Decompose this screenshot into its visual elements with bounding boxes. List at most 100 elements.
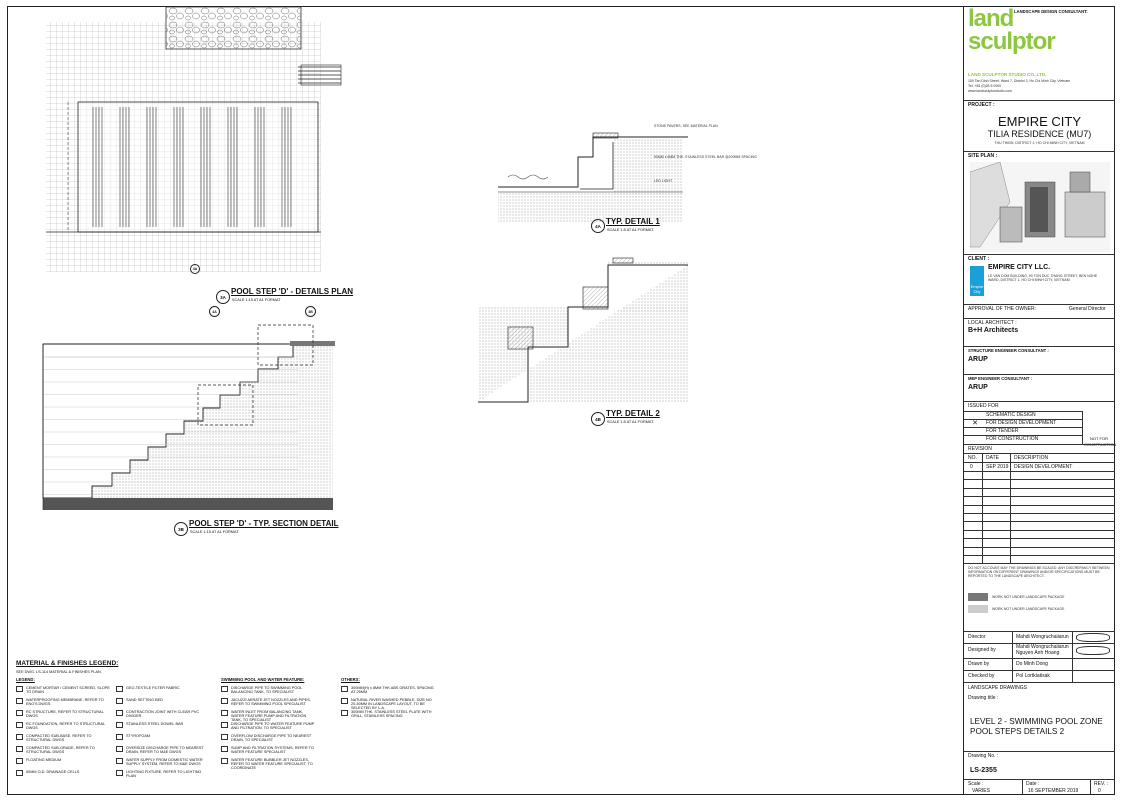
scale-label: Scale : (968, 781, 984, 787)
legend-swatch (116, 758, 123, 764)
section-3b (42, 324, 335, 510)
legend-item: RC STRUCTURE, REFER TO STRUCTURAL DWGS (16, 710, 112, 718)
drawing-title-4b: TYP. DETAIL 2 (606, 409, 660, 418)
legend-text: OVERSIZE DISCHARGE PIPE TO NEAREST DRAIN… (126, 746, 204, 755)
scale-value: VARIES (972, 788, 990, 794)
consultant-label: LANDSCAPE DESIGN CONSULTANT: (1014, 9, 1088, 14)
section-tag-b: 4B (305, 306, 316, 317)
legend-text: SUMP AND FILTRATION SYSTEMS, REFER TO WA… (231, 746, 314, 755)
project-sub: TILIA RESIDENCE (MU7) (987, 129, 1092, 139)
issued-checkbox (968, 412, 982, 419)
legend-text: COMPACTED SUB-GRADE, REFER TO STRUCTURAL… (26, 746, 95, 755)
drawing-number-4b: 4B (591, 412, 605, 426)
project-location: THU THIEM, DISTRICT 2, HO CHI MINH CITY,… (994, 141, 1085, 145)
legend-text: 50MM O.D. DRAINAGE CELLS (26, 770, 80, 774)
legend-item: WATERPROOFING MEMBRANE, REFER TO ENG'S D… (16, 698, 112, 706)
legend-text: RC FOUNDATION, REFER TO STRUCTURAL DWGS (26, 722, 105, 731)
issued-label: ISSUED FOR (968, 403, 999, 409)
legend-text: 300MM(H) x 8MM THK ABS GRATES, SPACING A… (351, 686, 434, 695)
legend-swatch (116, 710, 123, 716)
legend-text: OVERFLOW DISCHARGE PIPE TO NEAREST DRAIN… (231, 734, 312, 743)
legend-text: LIGHTING FIXTURE, REFER TO LIGHTING PLAN (126, 770, 202, 779)
issued-row (964, 427, 1082, 428)
legend-item: DISCHARGE PIPE TO WATER FEATURE PUMP AND… (221, 722, 317, 730)
legend-swatch (221, 722, 228, 728)
revision-row (964, 496, 1115, 498)
drawing-scale-4b: SCALE 1:5 AT A1 FORMAT (607, 420, 654, 424)
legend-item: WATER SUPPLY FROM DOMESTIC WATER SUPPLY … (116, 758, 212, 766)
legend-swatch (221, 686, 228, 692)
client-name: EMPIRE CITY LLC. (988, 264, 1051, 271)
legend-swatch (116, 698, 123, 704)
legend-item: JACUZZI AERATE JET NOZZLES AND PIPES, RE… (221, 698, 317, 706)
drawing-scale-3b: SCALE 1:15 AT A1 FORMAT (190, 530, 239, 534)
issued-check-mark: ✕ (972, 420, 978, 427)
drawing-title-label: Drawing title : (968, 695, 999, 701)
rev-value: 0 (1098, 788, 1101, 794)
legend-item: OVERSIZE DISCHARGE PIPE TO NEAREST DRAIN… (116, 746, 212, 754)
structure-name: ARUP (968, 356, 988, 363)
studio-address: 150 Tan Dinh Street, Ward 7, District 3,… (968, 79, 1071, 83)
legend-text: STAINLESS STEEL DOWEL BAR (126, 722, 184, 726)
drawing-number-3b: 3B (174, 522, 188, 536)
checked-name: Pol Lortkiatisak (1016, 673, 1050, 679)
legend-subtitle: SEE DWG. LS-114 MATERIAL & FINISHES PLAN (16, 670, 101, 674)
legend-swatch (221, 746, 228, 752)
section-tag-a: 4A (209, 306, 220, 317)
revision-row (964, 513, 1115, 514)
legend-item: NATURAL RIVER WASHED PEBBLE, SIZE NO 20-… (341, 698, 437, 711)
legend-item: FLOATING MEDIUM (16, 758, 112, 764)
section-tag-c: 4A (190, 264, 200, 274)
client-address: LE VAN DOM BUILDING, 90 TON DUC THANG ST… (988, 274, 1098, 282)
studio-name: LAND SCULPTOR STUDIO CO.,LTD. (968, 72, 1047, 77)
legend-item: STAINLESS STEEL DOWEL BAR (116, 722, 212, 728)
issued-option: FOR TENDER (986, 428, 1019, 434)
rev-label: REV. : (1094, 781, 1108, 787)
drawing-scale-4a: SCALE 1:5 AT A1 FORMAT (607, 228, 654, 232)
issued-checkbox (968, 428, 982, 435)
drawing-title-line2: POOL STEPS DETAILS 2 (970, 727, 1065, 736)
legend-swatch (16, 746, 23, 752)
general-notes: DO NOT ACCOUNT MAY THE DRAWINGS BE SCALE… (968, 566, 1110, 578)
revision-row (964, 487, 1115, 489)
legend-swatch (116, 770, 123, 776)
issued-row (964, 419, 1082, 420)
legend-swatch (341, 698, 348, 704)
legend-swatch (16, 758, 23, 764)
key-swatch-dark (968, 593, 988, 601)
revision-row (964, 538, 1115, 540)
legend-text: RC STRUCTURE, REFER TO STRUCTURAL DWGS (26, 710, 104, 719)
legend-item: WATER INLET FROM BALANCING TANK, WATER F… (221, 710, 317, 723)
legend-item: COMPACTED SUB-GRADE, REFER TO STRUCTURAL… (16, 746, 112, 754)
revision-row (964, 529, 1115, 531)
drawing-title-4a: TYP. DETAIL 1 (606, 217, 660, 226)
drawing-title-line1: LEVEL 2 - SWIMMING POOL ZONE (970, 717, 1103, 726)
drawn-label: Drawn by (968, 661, 990, 667)
legend-text: DISCHARGE PIPE TO WATER FEATURE PUMP AND… (231, 722, 315, 731)
site-plan-label: SITE PLAN : (968, 153, 998, 159)
rev-row-date: SEP 2019 (986, 464, 1009, 470)
drawings-label: LANDSCAPE DRAWINGS (968, 685, 1027, 691)
cad-drawings (42, 7, 688, 510)
detail-4b (478, 257, 688, 403)
project-label: PROJECT : (968, 102, 995, 108)
legend-title: MATERIAL & FINISHES LEGEND: (16, 660, 119, 667)
callout-4a-1: STONE PAVERS, SEE MATERIAL PLAN (654, 124, 718, 128)
legend-text: JACUZZI AERATE JET NOZZLES AND PIPES, RE… (231, 698, 311, 707)
director-signature-stamp (1076, 633, 1110, 642)
legend-item: OVERFLOW DISCHARGE PIPE TO NEAREST DRAIN… (221, 734, 317, 742)
legend-swatch (116, 746, 123, 752)
legend-item: COMPACTED SUB-BASE, REFER TO STRUCTURAL … (16, 734, 112, 742)
legend-text: CEMENT MORTAR / CEMENT SCREED, SLOPE TO … (26, 686, 110, 695)
legend-text: CONTRACTION JOINT WITH CLEAR PVC DIVIDER (126, 710, 200, 719)
rev-header-no: NO. (968, 455, 977, 461)
drawing-number-3a: 3A (216, 290, 230, 304)
legend-item: 50MM O.D. DRAINAGE CELLS (16, 770, 112, 776)
legend-text: COMPACTED SUB-BASE, REFER TO STRUCTURAL … (26, 734, 92, 743)
drawing-area: 3A POOL STEP 'D' - DETAILS PLAN SCALE 1:… (8, 7, 963, 794)
legend-item: CEMENT MORTAR / CEMENT SCREED, SLOPE TO … (16, 686, 112, 694)
detail-4a (498, 132, 688, 222)
legend-text: NATURAL RIVER WASHED PEBBLE, SIZE NO 20-… (351, 698, 432, 711)
legend-text: WATER SUPPLY FROM DOMESTIC WATER SUPPLY … (126, 758, 203, 767)
designed-name-1: Mahdi Wongruchaiiarun (1016, 644, 1069, 650)
